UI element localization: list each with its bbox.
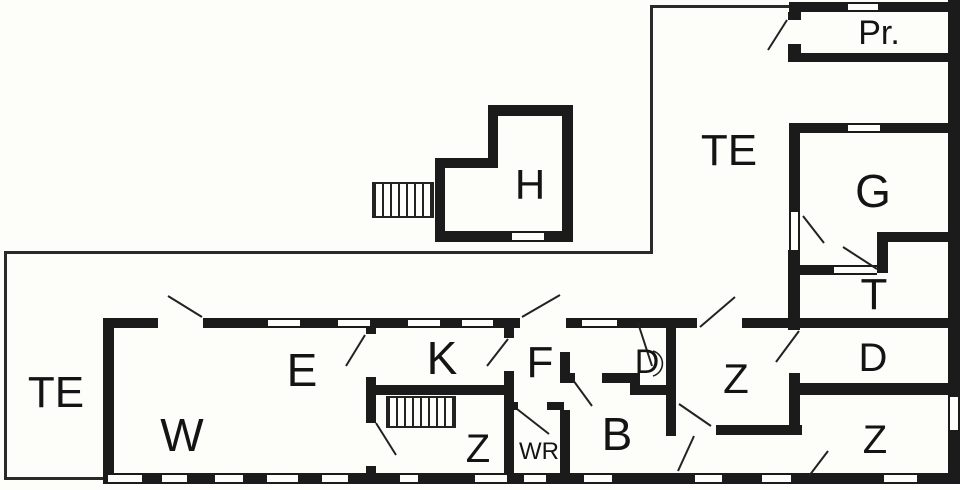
wall xyxy=(488,105,573,116)
wall xyxy=(103,318,158,328)
wall xyxy=(742,318,950,328)
wall xyxy=(547,402,564,410)
room-label-g: G xyxy=(855,165,891,217)
window xyxy=(884,473,917,484)
window xyxy=(268,318,300,328)
window xyxy=(338,318,370,328)
wall xyxy=(948,0,960,484)
wall xyxy=(488,105,498,168)
wall xyxy=(562,105,573,242)
room-label-b: B xyxy=(601,408,633,460)
window xyxy=(475,473,507,484)
room-label-f: F xyxy=(526,338,554,387)
room-label-z-stairs: Z xyxy=(465,427,491,471)
wall xyxy=(788,12,801,20)
wall xyxy=(602,373,633,383)
wall xyxy=(666,328,676,386)
wall xyxy=(103,318,114,484)
window xyxy=(948,397,960,430)
window xyxy=(108,473,142,484)
terrace-line xyxy=(650,5,653,254)
room-label-wr: WR xyxy=(519,438,559,465)
wall xyxy=(504,328,514,338)
terrace-line xyxy=(651,5,792,8)
window xyxy=(215,473,243,484)
wall xyxy=(630,385,676,395)
wall xyxy=(504,371,514,478)
stairs-indoor xyxy=(386,396,456,428)
window xyxy=(584,473,612,484)
wall xyxy=(798,265,834,275)
wall xyxy=(788,44,801,62)
wall xyxy=(789,133,800,212)
room-label-d-right: D xyxy=(858,336,888,380)
window xyxy=(848,2,878,12)
terrace-line xyxy=(4,477,105,480)
room-label-h: H xyxy=(514,161,546,208)
room-label-pr: Pr. xyxy=(858,14,900,52)
window xyxy=(267,473,298,484)
wall xyxy=(435,158,498,168)
room-label-z-middle: Z xyxy=(723,355,749,402)
wall xyxy=(798,383,948,395)
room-label-t: T xyxy=(860,270,888,319)
wall xyxy=(504,402,518,410)
wall xyxy=(366,318,376,334)
room-label-k: K xyxy=(426,332,458,384)
wall xyxy=(630,373,640,393)
wall xyxy=(374,385,512,395)
wall xyxy=(877,242,888,273)
room-label-d-corridor: D xyxy=(634,343,660,381)
window xyxy=(582,318,617,328)
window xyxy=(400,473,418,484)
wall xyxy=(800,53,960,62)
room-label-terrace-left: TE xyxy=(27,368,85,417)
room-label-w: W xyxy=(160,409,204,461)
wall xyxy=(366,466,376,478)
window xyxy=(322,473,348,484)
wall xyxy=(788,250,800,330)
wall xyxy=(560,373,575,383)
window xyxy=(524,473,546,484)
room-label-e: E xyxy=(286,344,318,396)
window xyxy=(408,318,440,328)
wall xyxy=(789,373,800,430)
wall xyxy=(566,318,697,328)
wall xyxy=(716,425,802,435)
wall xyxy=(435,231,573,242)
window xyxy=(462,318,493,328)
wall xyxy=(666,395,676,436)
terrace-line xyxy=(4,251,7,480)
wall xyxy=(366,377,376,423)
door-opening xyxy=(512,231,544,242)
wall xyxy=(435,158,445,242)
window xyxy=(789,212,800,250)
room-label-z-right: Z xyxy=(862,418,888,462)
wall xyxy=(560,410,570,474)
wall xyxy=(560,352,570,374)
stairs-outdoor xyxy=(372,182,434,218)
terrace-line xyxy=(4,251,653,254)
window xyxy=(162,473,187,484)
window xyxy=(848,123,880,133)
wall xyxy=(877,232,948,242)
room-label-terrace-top: TE xyxy=(700,126,758,175)
window xyxy=(762,473,791,484)
window xyxy=(695,473,722,484)
